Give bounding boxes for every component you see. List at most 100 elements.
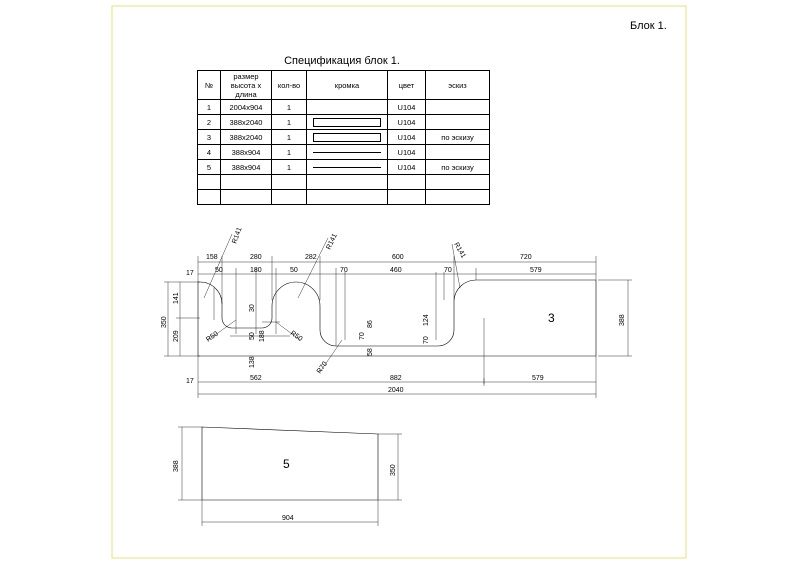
sheet-frame <box>111 5 687 559</box>
cell-size: 388x2040 <box>220 114 272 130</box>
radius-r50-b: R50 <box>289 330 304 343</box>
table-row <box>197 189 490 205</box>
dim-70-d: 70 <box>423 336 430 344</box>
radius-r141-a: R141 <box>231 226 243 244</box>
dim-460: 460 <box>390 267 402 274</box>
cell-qty <box>271 189 307 205</box>
dim-188: 188 <box>259 330 266 342</box>
cell-edge <box>306 159 388 175</box>
dim-138: 138 <box>249 356 256 368</box>
col-qty: кол-во <box>271 70 307 100</box>
cell-qty <box>271 174 307 190</box>
part-5-label: 5 <box>283 457 290 471</box>
cell-color <box>387 174 426 190</box>
part5-dim-388: 388 <box>173 460 180 472</box>
cell-number: 4 <box>197 144 221 160</box>
cell-sketch <box>425 114 490 130</box>
cell-sketch <box>425 99 490 115</box>
spec-header-row: № размер высота х длина кол-во кромка цв… <box>197 70 490 100</box>
cell-qty: 1 <box>271 144 307 160</box>
cell-sketch <box>425 189 490 205</box>
block-title: Блок 1. <box>630 20 667 32</box>
dim-lines-bottom <box>197 356 597 398</box>
dim-600: 600 <box>392 254 404 261</box>
cell-sketch: по эскизу <box>425 159 490 175</box>
cell-sketch: по эскизу <box>425 129 490 145</box>
cell-qty: 1 <box>271 99 307 115</box>
cell-qty: 1 <box>271 114 307 130</box>
radius-r50-a: R50 <box>205 330 220 343</box>
dim-388-right: 388 <box>619 314 626 326</box>
edge-band-symbol <box>313 132 381 142</box>
radius-r70: R70 <box>316 361 329 376</box>
cell-size: 2004x904 <box>220 99 272 115</box>
dim-282: 282 <box>305 254 317 261</box>
cell-edge <box>306 174 388 190</box>
dim-86: 86 <box>367 320 374 328</box>
radius-leaders <box>203 233 461 373</box>
dim-180: 180 <box>250 267 262 274</box>
cell-edge <box>306 114 388 130</box>
cell-color <box>387 189 426 205</box>
cell-number: 1 <box>197 99 221 115</box>
dim-50-c: 50 <box>249 332 256 340</box>
dim-579-bottom: 579 <box>532 375 544 382</box>
radius-r141-b: R141 <box>325 233 338 251</box>
edge-line-symbol <box>313 152 381 154</box>
cell-size: 388x904 <box>220 144 272 160</box>
cell-sketch <box>425 174 490 190</box>
col-size: размер высота х длина <box>220 70 272 100</box>
dim-579-top: 579 <box>530 267 542 274</box>
cell-number: 2 <box>197 114 221 130</box>
col-edge: кромка <box>306 70 388 100</box>
dim-30: 30 <box>249 304 256 312</box>
col-color: цвет <box>387 70 426 100</box>
dim-158: 158 <box>206 254 218 261</box>
cell-qty: 1 <box>271 159 307 175</box>
cell-color: U104 <box>387 129 426 145</box>
table-row <box>197 174 490 190</box>
col-number: № <box>197 70 221 100</box>
dim-350-left: 350 <box>161 316 168 328</box>
dim-17-bottom: 17 <box>186 378 194 385</box>
cell-sketch <box>425 144 490 160</box>
dim-70-a: 70 <box>340 267 348 274</box>
spec-title: Спецификация блок 1. <box>284 55 400 67</box>
col-sketch: эскиз <box>425 70 490 100</box>
cell-size: 388x2040 <box>220 129 272 145</box>
cell-size: 388x904 <box>220 159 272 175</box>
cell-qty: 1 <box>271 129 307 145</box>
cell-size <box>220 189 272 205</box>
dim-562: 562 <box>250 375 262 382</box>
dim-141: 141 <box>173 292 180 304</box>
cell-number <box>197 189 221 205</box>
dim-882: 882 <box>390 375 402 382</box>
dim-720: 720 <box>520 254 532 261</box>
part-5-outline <box>178 426 402 526</box>
dim-50-a: 50 <box>215 267 223 274</box>
dim-2040: 2040 <box>388 387 404 394</box>
dim-70-c: 70 <box>359 332 366 340</box>
dim-280: 280 <box>250 254 262 261</box>
dim-17-top: 17 <box>186 270 194 277</box>
cell-color: U104 <box>387 114 426 130</box>
cell-edge <box>306 189 388 205</box>
cell-number: 3 <box>197 129 221 145</box>
dim-lines-left <box>164 281 200 357</box>
dim-124: 124 <box>423 314 430 326</box>
dim-58: 58 <box>367 348 374 356</box>
part-3-label: 3 <box>548 311 555 325</box>
spec-table: № размер высота х длина кол-во кромка цв… <box>197 70 490 205</box>
cell-color: U104 <box>387 159 426 175</box>
cell-edge <box>306 99 388 115</box>
cell-number: 5 <box>197 159 221 175</box>
cell-edge <box>306 144 388 160</box>
cell-edge <box>306 129 388 145</box>
